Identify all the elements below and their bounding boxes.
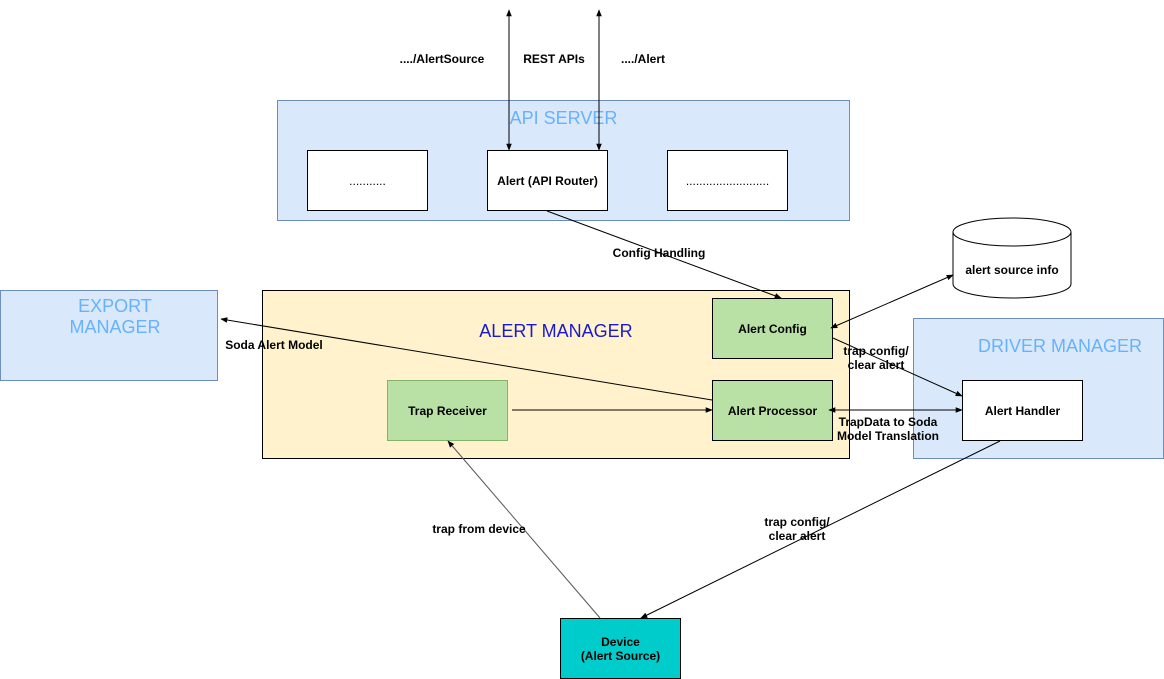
processor-export-arrow [220, 317, 713, 401]
handler-device-arrow [640, 440, 1001, 619]
config-db-arrow [830, 274, 954, 329]
api-server-title: API SERVER [509, 108, 618, 128]
api-placeholder-left-box[interactable]: ........... [307, 150, 428, 211]
config-handling-arrow [546, 210, 782, 299]
export-manager-container [0, 290, 218, 381]
alert-processor-box[interactable]: Alert Processor [712, 380, 833, 441]
trap-from-device-label: trap from device [432, 522, 526, 536]
soda-alert-model-label: Soda Alert Model [225, 338, 323, 352]
config-handler-arrow [832, 337, 963, 397]
alert-source-endpoint-label: ..../AlertSource [399, 52, 485, 66]
trap-config-top-label: trap config/ clear alert [843, 344, 909, 372]
alert-manager-title: ALERT MANAGER [479, 321, 633, 341]
alert-endpoint-label: ..../Alert [620, 52, 665, 66]
alert-config-box[interactable]: Alert Config [712, 298, 833, 359]
database-cylinder [952, 217, 1072, 299]
trapdata-translation-label: TrapData to Soda Model Translation [836, 415, 939, 443]
trap-config-bottom-label: trap config/ clear alert [764, 515, 830, 543]
api-placeholder-right-box[interactable]: ......................... [667, 150, 788, 211]
device-receiver-arrow [447, 440, 601, 619]
alert-api-router-box[interactable]: Alert (API Router) [487, 150, 608, 211]
device-box[interactable]: Device (Alert Source) [560, 618, 681, 679]
export-manager-title: EXPORT MANAGER [69, 296, 161, 337]
alert-handler-box[interactable]: Alert Handler [962, 380, 1083, 441]
driver-manager-title: DRIVER MANAGER [977, 336, 1143, 356]
trap-receiver-box[interactable]: Trap Receiver [387, 380, 508, 441]
database-label: alert source info [965, 263, 1059, 277]
config-handling-label: Config Handling [612, 246, 706, 260]
rest-apis-label: REST APIs [523, 52, 585, 66]
